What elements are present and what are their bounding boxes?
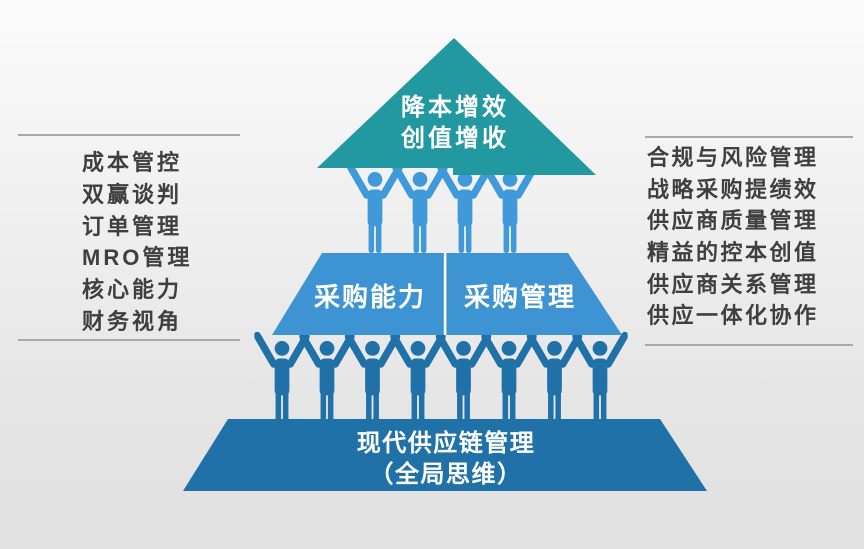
left-divider-bottom (18, 339, 240, 341)
right-topic-item: 合规与风险管理 (647, 145, 819, 170)
right-topic-item: 战略采购提绩效 (647, 176, 819, 202)
person-figure (350, 167, 400, 253)
person-figure (395, 167, 445, 253)
base-label-line2: （全局思维） (370, 460, 523, 488)
right-topic-item: 供应一体化协作 (647, 303, 819, 329)
right-topic-list: 合规与风险管理 战略采购提绩效 供应商质量管理 精益的控本创值 供应商关系管理 … (647, 142, 819, 332)
left-topic-list: 成本管控 双赢谈判 订单管理 MRO管理 核心能力 财务视角 (82, 147, 192, 338)
right-topic-item: 精益的控本创值 (647, 240, 819, 266)
person-figure (393, 336, 443, 422)
middle-right-label: 采购管理 (464, 282, 576, 312)
person-figure (440, 167, 490, 253)
right-topic-item: 供应商关系管理 (647, 271, 819, 297)
left-topic-item: 成本管控 (82, 150, 183, 175)
person-figure (485, 167, 535, 253)
left-topic-item: 双赢谈判 (82, 181, 183, 207)
right-topic-item: 供应商质量管理 (647, 208, 819, 234)
middle-trapezoid (272, 253, 622, 335)
middle-divider-line (443, 253, 447, 335)
person-figure (302, 336, 352, 422)
top-triangle-label-line1: 降本增效 (401, 93, 509, 121)
person-figure (484, 336, 534, 422)
supporters-row-upper (350, 167, 535, 253)
person-figure (348, 336, 398, 422)
left-divider-top (18, 134, 240, 136)
base-trapezoid (183, 419, 707, 491)
middle-left-label: 采购能力 (314, 282, 426, 312)
right-divider-bottom (645, 344, 853, 346)
base-label-line1: 现代供应链管理 (357, 429, 536, 457)
left-topic-item: 订单管理 (82, 213, 183, 239)
left-topic-item: 财务视角 (82, 308, 183, 334)
top-triangle (317, 38, 596, 175)
supporters-row-lower (257, 336, 625, 422)
left-topic-item: MRO管理 (82, 245, 193, 271)
person-figure (257, 336, 307, 422)
right-divider-top (645, 136, 853, 138)
person-figure (530, 336, 580, 422)
person-figure (575, 336, 625, 422)
left-topic-item: 核心能力 (82, 277, 183, 303)
person-figure (439, 336, 489, 422)
top-triangle-label-line2: 创值增收 (400, 124, 509, 152)
